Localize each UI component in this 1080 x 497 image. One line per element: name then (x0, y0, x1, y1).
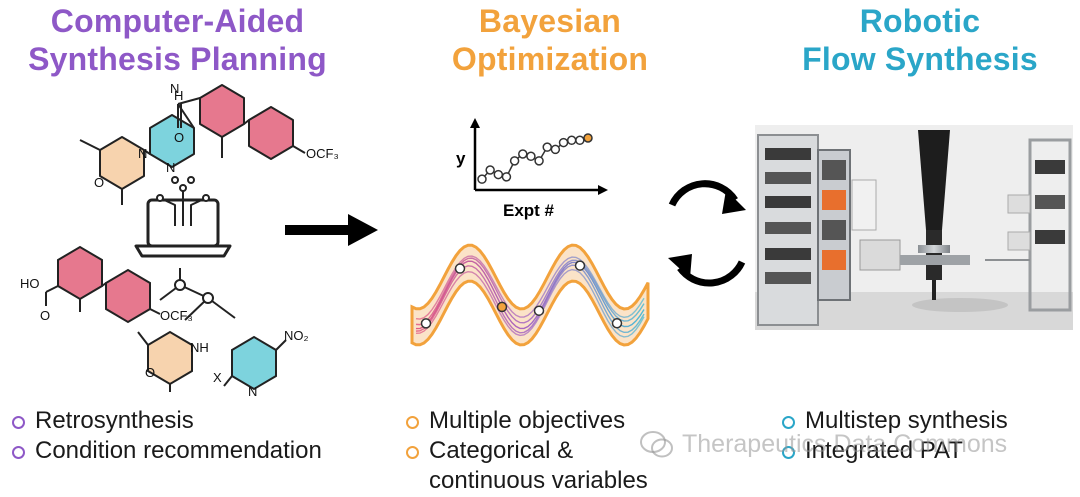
watermark: Therapeutics Data Commons (640, 430, 1007, 459)
acquisition-wave (410, 243, 650, 347)
bullets-bayesian-optimization: Multiple objectives Categorical & contin… (404, 406, 648, 496)
y-axis-arrowhead (470, 118, 480, 128)
bullet-item: Multiple objectives (404, 406, 648, 436)
wave-sample-lines (415, 255, 645, 338)
target-molecule (79, 84, 306, 205)
plot-point (542, 142, 552, 152)
right-arrow (285, 214, 378, 246)
morpholine2-o-label: O (145, 365, 155, 380)
title-synthesis-planning-line1: Computer-Aided (50, 3, 305, 39)
bullet-text: Condition recommendation (35, 437, 322, 464)
acid-building-block (45, 245, 161, 324)
plot-point (575, 135, 585, 146)
wave-sample-line (415, 268, 645, 338)
title-bayesian-line2: Optimization (451, 41, 649, 77)
plot-point (493, 169, 504, 180)
plot-point (509, 156, 520, 166)
plot-point (477, 174, 487, 184)
halopyridine-building-block (223, 335, 287, 391)
bullet-circle-icon (12, 416, 25, 429)
bullet-item: Retrosynthesis (10, 406, 322, 436)
halide-x-label: X (213, 370, 222, 385)
cycle-arrows-icon (668, 180, 746, 287)
bullet-text: continuous variables (429, 467, 648, 494)
bullet-item: Integrated PAT (780, 436, 1008, 466)
plot-point (558, 137, 569, 148)
bullet-circle-icon (406, 446, 419, 459)
bullet-item: Multistep synthesis (780, 406, 1008, 436)
bullet-circle-icon (12, 446, 25, 459)
acid-o-label: O (40, 308, 50, 323)
bullet-item-continued: continuous variables (404, 466, 648, 496)
wave-sample-point (496, 301, 508, 313)
bullet-circle-icon (782, 416, 795, 429)
plot-point (550, 144, 561, 155)
plot-y-label: y (456, 149, 466, 168)
plot-x-label: Expt # (503, 201, 555, 220)
plot-point (566, 135, 577, 146)
wechat-logo-icon (640, 430, 673, 457)
wave-sample-point (454, 263, 466, 274)
robotic-platform-photo (755, 125, 1073, 330)
wave-sample-line (415, 260, 645, 330)
benzene-ring-2 (248, 106, 294, 160)
wave-sample-point (574, 260, 586, 271)
wave-sample-point (611, 317, 623, 329)
title-synthesis-planning: Computer-Aided Synthesis Planning (0, 2, 355, 78)
title-bayesian-line1: Bayesian (478, 3, 622, 39)
optimization-plot: y Expt # (456, 118, 608, 220)
title-bayesian-optimization: Bayesian Optimization (420, 2, 680, 78)
wave-sample-line (415, 257, 645, 326)
bullet-text: Retrosynthesis (35, 407, 194, 434)
title-robotic-flow-synthesis: Robotic Flow Synthesis (760, 2, 1080, 78)
bullet-text: Multiple objectives (429, 407, 626, 434)
wave-sample-point (533, 305, 545, 316)
plot-point (485, 165, 495, 175)
morpholine-o-label: O (94, 175, 104, 190)
nitro-label: NO₂ (284, 328, 309, 343)
ocf3-bottom-label: OCF₃ (160, 308, 193, 323)
plot-points (477, 133, 593, 184)
amide-nh-label: H (174, 88, 183, 103)
ocf3-top-label: OCF₃ (306, 146, 339, 161)
plot-point (534, 156, 544, 166)
pyridine-n-label: N (166, 160, 175, 175)
watermark-text: Therapeutics Data Commons (682, 430, 1008, 458)
acid-ho-label: HO (20, 276, 40, 291)
bullet-text: Multistep synthesis (805, 407, 1008, 434)
bullet-item: Categorical & (404, 436, 648, 466)
plot-point (583, 133, 593, 143)
title-synthesis-planning-line2: Synthesis Planning (28, 41, 327, 77)
wave-sample-points (420, 260, 623, 329)
title-robotic-line2: Flow Synthesis (802, 41, 1038, 77)
morpholine2-nh-label: NH (190, 340, 209, 355)
bullet-circle-icon (782, 446, 795, 459)
bullets-synthesis-planning: Retrosynthesis Condition recommendation (10, 406, 322, 466)
wave-sample-line (415, 264, 645, 334)
morpholine-ring (99, 136, 145, 190)
x-axis-arrowhead (598, 185, 608, 195)
amide-o-label: O (174, 130, 184, 145)
bullet-text: Integrated PAT (805, 437, 963, 464)
morpholine-n-label: N (138, 146, 147, 161)
plot-point (501, 172, 512, 182)
bullet-item: Condition recommendation (10, 436, 322, 466)
title-robotic-line1: Robotic (859, 3, 981, 39)
bullet-circle-icon (406, 416, 419, 429)
bullets-robotic-flow: Multistep synthesis Integrated PAT (780, 406, 1008, 466)
benzene-ring-1 (199, 84, 245, 138)
amide-n-label: N (170, 81, 179, 96)
plot-point (518, 149, 528, 159)
retrosynthesis-tree (159, 268, 236, 321)
wave-sample-line (415, 255, 645, 320)
morpholine-building-block (137, 330, 193, 392)
pyridine2-n-label: N (248, 384, 257, 399)
wave-sample-point (420, 318, 432, 329)
bullet-text: Categorical & (429, 437, 574, 464)
plot-point (526, 151, 536, 162)
laptop-icon (134, 176, 232, 258)
